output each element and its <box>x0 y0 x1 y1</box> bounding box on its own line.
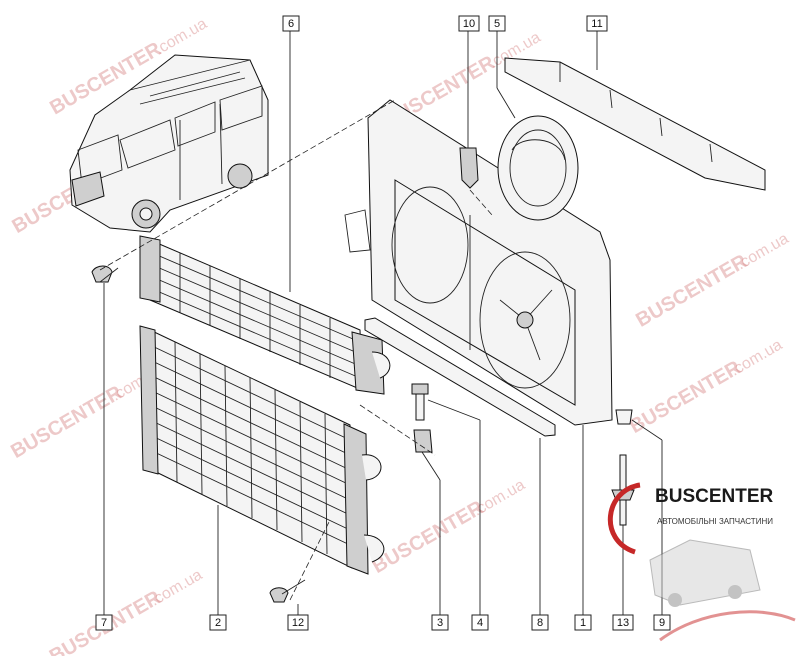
pin-4 <box>411 383 429 421</box>
callout-13: 13 <box>612 614 634 631</box>
callout-2: 2 <box>209 614 227 631</box>
callout-6: 6 <box>282 15 300 32</box>
van-illustration <box>69 54 269 233</box>
watermark-brand: BUSCENTER <box>626 356 745 438</box>
logo-swoosh-icon <box>608 482 641 555</box>
logo-tagline: АВТОМОБІЛЬНІ ЗАПЧАСТИНИ <box>657 517 773 526</box>
callout-3: 3 <box>431 614 449 631</box>
clip <box>459 147 493 216</box>
svg-text:9: 9 <box>659 617 665 629</box>
intercooler <box>139 235 391 395</box>
svg-text:11: 11 <box>591 18 602 30</box>
watermark-brand: BUSCENTER <box>7 381 126 463</box>
callout-1: 1 <box>574 614 592 631</box>
watermark-domain: .com.ua <box>734 230 792 273</box>
svg-text:2: 2 <box>215 617 221 629</box>
svg-text:7: 7 <box>101 617 107 629</box>
svg-text:12: 12 <box>292 617 304 629</box>
svg-text:8: 8 <box>537 617 543 629</box>
cap-9 <box>615 409 633 425</box>
callout-7: 7 <box>95 614 113 631</box>
watermark-domain: .com.ua <box>152 15 210 58</box>
deflector-bracket <box>504 57 766 191</box>
watermark-brand: BUSCENTER <box>369 496 488 578</box>
callout-9: 9 <box>653 614 671 631</box>
logo-name: BUSCENTER <box>655 486 774 507</box>
callout-10: 10 <box>458 15 480 32</box>
svg-text:10: 10 <box>463 18 475 30</box>
svg-text:3: 3 <box>437 617 443 629</box>
bolt-7 <box>91 265 119 283</box>
svg-text:4: 4 <box>477 617 483 629</box>
front-carrier <box>344 99 613 426</box>
svg-text:1: 1 <box>580 617 586 629</box>
callout-11: 11 <box>586 15 608 32</box>
svg-text:6: 6 <box>288 18 294 30</box>
radiator <box>139 325 385 575</box>
callout-4: 4 <box>471 614 489 631</box>
svg-text:5: 5 <box>494 18 500 30</box>
watermark-domain: .com.ua <box>727 336 785 379</box>
buscenter-logo: BUSCENTER АВТОМОБІЛЬНІ ЗАПЧАСТИНИ <box>608 482 796 642</box>
callout-8: 8 <box>531 614 549 631</box>
watermark-domain: .com.ua <box>470 476 528 519</box>
callout-12: 12 <box>287 614 309 631</box>
lower-crossmember <box>364 317 556 437</box>
logo-van-icon <box>649 539 796 642</box>
bolt-12 <box>269 579 306 603</box>
watermark-domain: .com.ua <box>147 566 205 609</box>
fan-shroud <box>497 115 579 221</box>
bushing-3 <box>413 429 433 453</box>
callout-5: 5 <box>488 15 506 32</box>
svg-text:13: 13 <box>617 617 629 629</box>
watermark-brand: BUSCENTER <box>632 250 751 332</box>
leader-lines <box>99 30 663 615</box>
